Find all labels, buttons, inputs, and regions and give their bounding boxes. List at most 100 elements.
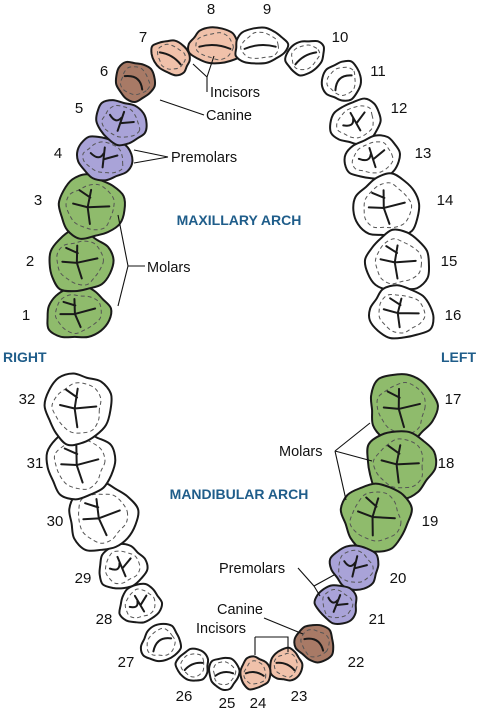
upper-incisors-label: Incisors: [210, 85, 260, 101]
tooth-14-cusp-outline: [363, 182, 413, 229]
leader-lower-premolars: [297, 567, 335, 597]
tooth-8: [187, 26, 243, 65]
tooth-27: [139, 622, 183, 663]
lower-premolars-label: Premolars: [219, 561, 285, 577]
tooth-30-cusp-outline: [78, 493, 129, 544]
tooth-26: [174, 647, 210, 682]
tooth-1-groove: [59, 298, 97, 329]
tooth-number-29: 29: [75, 570, 92, 587]
tooth-15-cusp-outline: [374, 238, 422, 285]
tooth-20-groove: [343, 555, 368, 578]
tooth-32: [43, 372, 113, 447]
tooth-number-15: 15: [441, 253, 458, 270]
tooth-1-cusp-outline: [54, 294, 102, 334]
tooth-24: [239, 655, 272, 691]
tooth-number-8: 8: [207, 1, 215, 18]
tooth-6-groove: [123, 74, 144, 91]
tooth-number-6: 6: [100, 63, 108, 80]
tooth-19: [339, 482, 413, 553]
tooth-16-cusp-outline: [378, 294, 426, 334]
tooth-4-groove: [89, 146, 119, 169]
tooth-number-18: 18: [438, 455, 455, 472]
tooth-18: [366, 430, 438, 501]
tooth-number-27: 27: [118, 654, 135, 671]
tooth-number-13: 13: [415, 145, 432, 162]
tooth-number-22: 22: [348, 654, 365, 671]
tooth-8-cusp-outline: [195, 32, 234, 61]
tooth-number-25: 25: [219, 695, 236, 711]
tooth-31-groove: [60, 444, 100, 484]
tooth-number-32: 32: [19, 391, 36, 408]
tooth-number-24: 24: [250, 695, 267, 711]
tooth-number-21: 21: [369, 611, 386, 628]
tooth-number-23: 23: [291, 688, 308, 705]
tooth-number-14: 14: [437, 192, 454, 209]
tooth-32-crown: [43, 372, 113, 447]
tooth-5: [95, 99, 148, 147]
tooth-28: [118, 582, 164, 624]
tooth-21-groove: [327, 594, 349, 613]
tooth-number-16: 16: [445, 307, 462, 324]
leader-lines: [117, 55, 373, 655]
mandibular-arch-label: MANDIBULAR ARCH: [170, 486, 309, 502]
upper-premolars-label: Premolars: [171, 150, 237, 166]
leader-lower-molars: [334, 422, 373, 501]
tooth-29: [98, 542, 149, 590]
tooth-2-groove: [61, 244, 99, 280]
tooth-number-10: 10: [332, 29, 349, 46]
tooth-4-cusp-outline: [82, 141, 124, 174]
leader-lower-canine: [263, 617, 304, 635]
tooth-8-groove: [198, 43, 232, 50]
tooth-number-30: 30: [47, 513, 64, 530]
tooth-13: [343, 134, 401, 180]
tooth-25: [208, 656, 241, 691]
tooth-11: [320, 59, 362, 102]
tooth-31: [45, 428, 117, 501]
tooth-9-groove: [243, 43, 277, 50]
tooth-18-groove: [380, 444, 420, 484]
tooth-7-groove: [158, 51, 182, 66]
tooth-number-2: 2: [26, 253, 34, 270]
tooth-27-groove: [152, 637, 173, 653]
tooth-6: [114, 60, 157, 104]
upper-canine-label: Canine: [206, 108, 252, 124]
tooth-28-cusp-outline: [124, 588, 156, 619]
tooth-15-groove: [379, 244, 417, 280]
tooth-16: [368, 284, 435, 340]
tooth-17-cusp-outline: [376, 381, 426, 435]
tooth-24-cusp-outline: [243, 660, 267, 685]
tooth-23-groove: [275, 661, 296, 672]
maxillary-arch-label: MAXILLARY ARCH: [177, 212, 302, 228]
tooth-12: [329, 97, 382, 146]
tooth-12-groove: [342, 111, 366, 132]
tooth-3-cusp-outline: [65, 183, 115, 231]
tooth-12-cusp-outline: [336, 105, 374, 139]
tooth-number-28: 28: [96, 611, 113, 628]
tooth-number-11: 11: [370, 63, 386, 80]
tooth-27-crown: [139, 622, 183, 663]
tooth-number-9: 9: [263, 1, 271, 18]
tooth-11-crown: [320, 59, 362, 102]
tooth-11-groove: [334, 74, 353, 92]
tooth-14-groove: [367, 189, 406, 225]
tooth-17-groove: [382, 387, 421, 429]
tooth-number-3: 3: [34, 192, 42, 209]
leader-upper-canine: [159, 99, 205, 116]
upper-molars-label: Molars: [147, 260, 191, 276]
tooth-number-4: 4: [54, 145, 62, 162]
tooth-3: [57, 173, 126, 240]
left-side-label: LEFT: [441, 349, 476, 365]
tooth-10-groove: [294, 51, 318, 66]
tooth-13-groove: [357, 147, 386, 169]
tooth-13-cusp-outline: [351, 141, 394, 174]
tooth-2: [48, 229, 115, 293]
tooth-15-crown: [363, 228, 431, 292]
tooth-16-groove: [382, 297, 420, 329]
leader-upper-incisors: [192, 55, 215, 92]
tooth-30: [68, 480, 140, 552]
teeth-layer: [43, 26, 439, 691]
tooth-9-cusp-outline: [240, 31, 279, 59]
leader-lower-incisors: [254, 636, 289, 655]
